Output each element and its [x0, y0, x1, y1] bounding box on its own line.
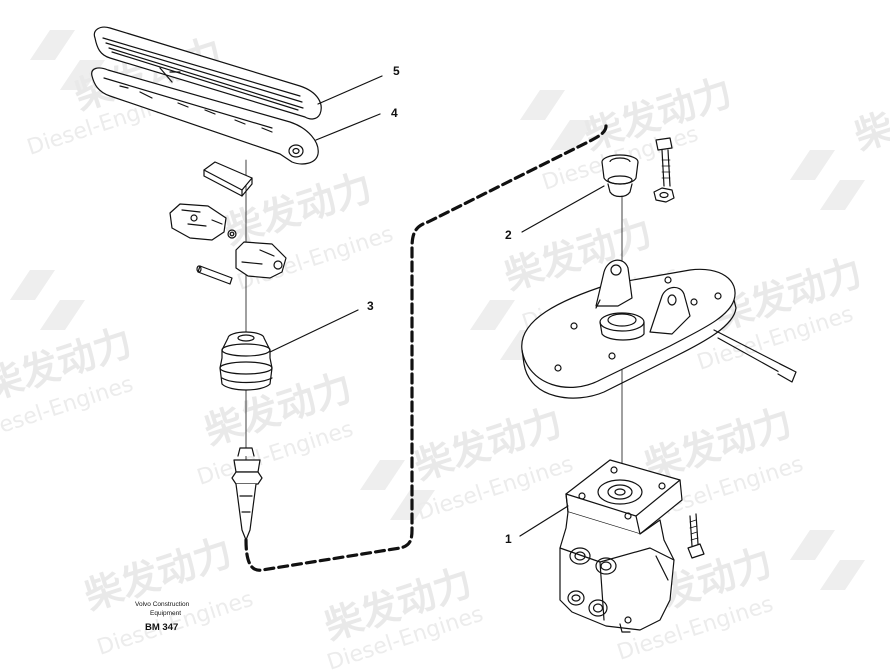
pin	[196, 265, 233, 285]
leader-line-5	[317, 75, 383, 105]
leader-line-1	[519, 505, 569, 537]
watermark-logo-1	[30, 30, 105, 90]
leader-line-4	[315, 113, 381, 141]
bolt-lower	[687, 513, 705, 559]
watermark-cn: 柴发动力	[849, 70, 890, 159]
watermark-logo-2	[520, 90, 595, 150]
reference-code: BM 347	[145, 622, 178, 633]
watermark-logo-3	[790, 150, 865, 210]
pedal-plate	[93, 26, 322, 120]
callout-4: 4	[391, 106, 398, 120]
callout-2: 2	[505, 228, 512, 242]
callout-3: 3	[367, 299, 374, 313]
mounting-plate	[521, 259, 737, 399]
bolt-upper	[655, 137, 673, 187]
rubber-boot	[219, 331, 273, 391]
watermark-logo-4	[10, 270, 85, 330]
leader-line-2	[521, 185, 605, 233]
callout-5: 5	[393, 64, 400, 78]
grommet	[601, 154, 639, 198]
nut	[653, 187, 675, 203]
plunger	[231, 447, 263, 541]
clevis-upper	[169, 203, 237, 241]
reference-line-1: Volvo Construction	[135, 601, 190, 608]
brake-valve	[559, 459, 683, 633]
reference-line-2: Equipment	[150, 610, 181, 617]
watermark-logo-7	[790, 530, 865, 590]
leader-line-3	[269, 309, 359, 353]
watermark-layer: 柴发动力 Diesel-Engines 柴发动力 Diesel-Engines …	[0, 30, 890, 670]
cover-plate	[203, 161, 253, 197]
pedal-lever	[91, 67, 319, 165]
cable	[713, 329, 797, 383]
hydraulic-hose	[244, 124, 608, 572]
callout-1: 1	[505, 532, 512, 546]
watermark-logo-6	[360, 460, 435, 520]
clevis-lower	[235, 241, 287, 279]
